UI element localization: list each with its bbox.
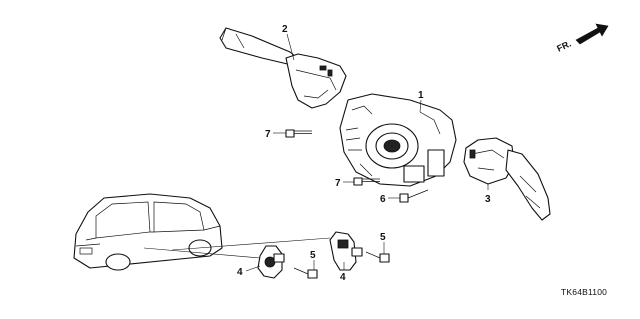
part-3-lever-switch[interactable] — [463, 137, 551, 221]
bolt-7-upper[interactable] — [285, 129, 312, 138]
front-direction-label: FR. — [555, 38, 572, 53]
front-direction-arrow-icon — [575, 23, 609, 45]
leader-vehicle-to-sensor-right — [171, 237, 331, 251]
vehicle-location-illustration — [73, 193, 223, 271]
callout-5-right: 5 — [380, 232, 386, 243]
part-4-sensor-right[interactable] — [329, 231, 363, 271]
leader-1 — [419, 99, 422, 113]
part-1-combination-switch-body[interactable] — [339, 93, 457, 187]
callout-4-left: 4 — [237, 267, 243, 278]
part-4-sensor-left[interactable] — [257, 245, 285, 279]
callout-1: 1 — [418, 90, 424, 101]
callout-7-lower: 7 — [335, 178, 341, 189]
bolt-6[interactable] — [399, 189, 429, 203]
callout-6: 6 — [380, 194, 386, 205]
callout-3: 3 — [485, 194, 491, 205]
callout-4-right: 4 — [340, 272, 346, 283]
leader-4a — [245, 265, 261, 272]
bolt-5-right[interactable] — [365, 251, 390, 263]
callout-7-upper: 7 — [265, 129, 271, 140]
bolt-5-left[interactable] — [293, 267, 318, 279]
leader-vehicle-to-sensor-left — [143, 247, 261, 259]
diagram-code: TK64B1100 — [561, 287, 607, 297]
part-2-lever-switch[interactable] — [219, 27, 347, 109]
leader-2 — [286, 33, 295, 61]
bolt-7-lower[interactable] — [353, 177, 380, 186]
callout-5-left: 5 — [310, 250, 316, 261]
callout-2: 2 — [282, 24, 288, 35]
